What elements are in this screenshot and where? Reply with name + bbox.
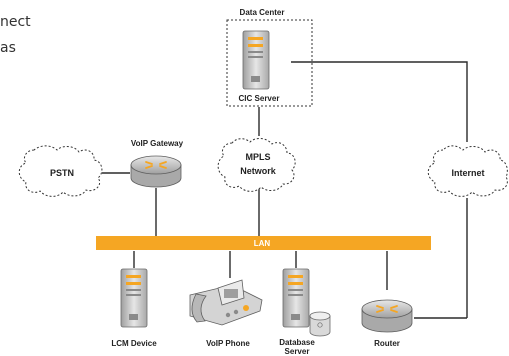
lcm-device-label: LCM Device <box>111 339 157 348</box>
intro-text-line-2: as <box>0 40 16 56</box>
pstn-cloud: PSTN <box>18 145 103 197</box>
mpls-network-cloud: MPLS Network <box>217 138 296 192</box>
voip-gateway-label: VoIP Gateway <box>131 139 184 148</box>
router-group: Router <box>361 299 413 348</box>
cic-server-icon <box>242 30 270 90</box>
voip-phone-group: VoIP Phone <box>189 279 263 348</box>
router-label: Router <box>374 339 400 348</box>
pstn-label: PSTN <box>50 168 74 178</box>
lan-label: LAN <box>254 239 271 248</box>
database-server-label-line-1: Database <box>279 338 315 347</box>
lan-bar <box>96 236 431 250</box>
cic-server-label: CIC Server <box>239 94 280 103</box>
database-server-label-line-2: Server <box>285 347 310 356</box>
lan-bar-group: LAN <box>96 236 431 250</box>
connection-lines <box>102 61 468 319</box>
data-center-box <box>226 19 313 107</box>
voip-gateway-group: VoIP Gateway <box>130 139 184 188</box>
voip-gateway-icon <box>130 155 182 188</box>
intro-text-line-1: nect <box>0 14 31 30</box>
line-server-internet <box>291 61 468 142</box>
lcm-device-group: LCM Device <box>111 268 157 348</box>
voip-phone-icon <box>189 279 263 326</box>
mpls-label-line-1: MPLS <box>245 152 270 162</box>
internet-label: Internet <box>451 168 484 178</box>
internet-cloud: Internet <box>427 145 508 197</box>
database-server-icon <box>282 268 331 337</box>
database-server-group: Database Server <box>279 268 331 356</box>
router-icon <box>361 299 413 333</box>
data-center-title: Data Center <box>240 8 285 17</box>
voip-phone-label: VoIP Phone <box>206 339 250 348</box>
data-center-group: Data Center CIC Server <box>226 8 313 107</box>
mpls-label-line-2: Network <box>240 166 277 176</box>
lcm-device-icon <box>120 268 148 328</box>
